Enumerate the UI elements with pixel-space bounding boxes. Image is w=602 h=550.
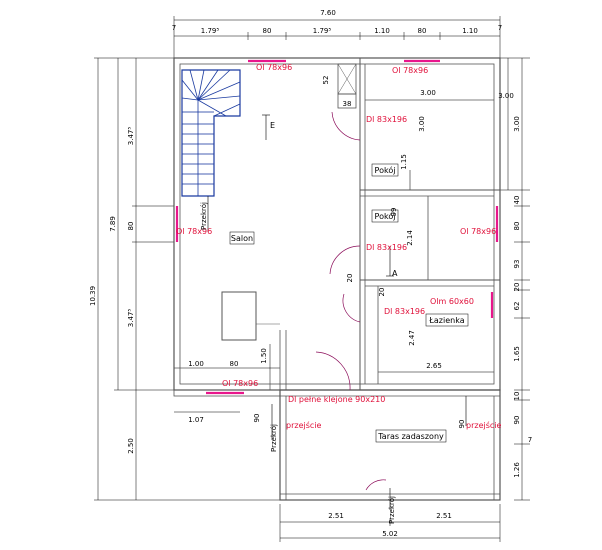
section-markers: [207, 114, 467, 510]
window-label-bottom: Ol 78x96: [222, 379, 258, 388]
dim-low-5: 90: [253, 414, 261, 423]
door-label-1: Dl 83x196: [366, 115, 407, 124]
dim-52: 52: [322, 76, 330, 85]
dim-300-h: 3.00: [420, 89, 436, 97]
dim-38: 38: [343, 100, 352, 108]
door-swings: [315, 111, 387, 491]
dimension-labels: 7.60 1.79⁵ 80 1.79⁵ 1.10 80 1.10 10.39 7…: [89, 9, 532, 538]
room-labels: Salon Pokój Pokój Łazienka Taras zadaszo…: [229, 163, 469, 443]
section-label-1: Przekrój: [200, 202, 208, 230]
window-label-top-left: Ol 78x96: [256, 63, 292, 72]
dim-115: 1.15: [400, 154, 408, 170]
room-label-pokoj-2: Pokój: [375, 211, 396, 221]
dim-left-total: 10.39: [89, 286, 97, 306]
dim-20-a: 20: [346, 274, 354, 283]
section-marker-a: A: [392, 269, 398, 278]
dim-bottom-total: 5.02: [382, 530, 398, 538]
dim-99: 99: [390, 208, 398, 217]
window-label-left: Ol 78x96: [176, 227, 212, 236]
dim-right-9: 90: [513, 416, 521, 425]
room-label-salon: Salon: [231, 234, 253, 243]
dim-low-3: 1.50: [260, 348, 268, 364]
dim-top-3: 1.79⁵: [313, 27, 332, 35]
walls: [173, 57, 501, 501]
dim-right-1: 3.00: [513, 116, 521, 132]
room-label-lazienka: Łazienka: [428, 316, 464, 325]
door-label-3: Dl 83x196: [384, 307, 425, 316]
dim-left-main: 7.89: [109, 216, 117, 232]
room-label-taras: Taras zadaszony: [377, 432, 444, 441]
dim-low-6: 90: [458, 420, 466, 429]
dimension-lines: [94, 16, 530, 542]
window-label-right: Ol 78x96: [460, 227, 496, 236]
main-door-label: Dl pełne klejone 90x210: [288, 395, 385, 404]
passage-label-2: przejście: [466, 420, 502, 430]
dim-left-1: 3.47⁵: [127, 127, 135, 146]
section-marker-e: E: [270, 121, 275, 130]
dim-bottom-1: 2.51: [328, 512, 344, 520]
dim-right-inner: 3.00: [498, 92, 514, 100]
door-label-2: Dl 83x196: [366, 243, 407, 252]
dim-265: 2.65: [426, 362, 442, 370]
windows: [175, 59, 499, 395]
dim-7-c: 7: [528, 436, 532, 444]
window-label-top-right: Ol 78x96: [392, 66, 428, 75]
dim-7-b: 7: [498, 24, 502, 32]
dim-247: 2.47: [408, 330, 416, 346]
dim-right-4: 93: [513, 260, 521, 269]
dim-left-2: 80: [127, 222, 135, 231]
dim-total-width: 7.60: [320, 9, 336, 17]
dim-bottom-2: 2.51: [436, 512, 452, 520]
dim-low-1: 1.00: [188, 360, 204, 368]
section-label-2: Przekrój: [270, 424, 278, 452]
dim-top-6: 1.10: [462, 27, 478, 35]
dim-right-2: 40: [513, 196, 521, 205]
dim-right-5: 20: [513, 283, 521, 292]
dim-left-3: 3.47⁵: [127, 309, 135, 328]
dim-right-7: 1.65: [513, 346, 521, 362]
room-label-pokoj-1: Pokój: [375, 165, 396, 175]
dim-214: 2.14: [406, 230, 414, 246]
dim-top-4: 1.10: [374, 27, 390, 35]
annotations: Przekrój Przekrój Przekrój przejście prz…: [200, 121, 502, 524]
dim-low-2: 80: [230, 360, 239, 368]
small-window-label: Olm 60x60: [430, 297, 474, 306]
dim-20-b: 20: [378, 288, 386, 297]
dim-7-a: 7: [172, 24, 176, 32]
dim-low-4: 1.07: [188, 416, 204, 424]
passage-label-1: przejście: [286, 420, 322, 430]
section-label-3: Przekrój: [388, 496, 396, 524]
dim-right-6: 62: [513, 302, 521, 311]
dim-right-10: 1.26: [513, 462, 521, 478]
dim-top-2: 80: [263, 27, 272, 35]
opening-labels: Ol 78x96 Ol 78x96 Ol 78x96 Ol 78x96 Ol 7…: [176, 63, 496, 404]
dim-right-3: 80: [513, 222, 521, 231]
dim-300-v: 3.00: [418, 116, 426, 132]
staircase: [181, 69, 241, 197]
dim-right-8: 10: [513, 392, 521, 401]
dim-top-5: 80: [418, 27, 427, 35]
dim-left-4: 2.50: [127, 438, 135, 454]
dim-top-1: 1.79⁵: [201, 27, 220, 35]
